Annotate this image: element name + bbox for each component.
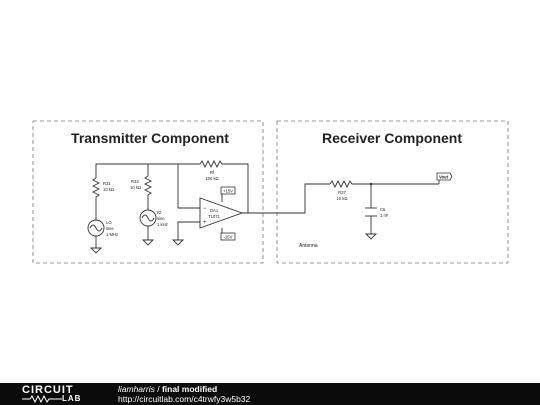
transmitter-title: Transmitter Component: [71, 130, 229, 146]
transmitter-wires: [95, 163, 330, 248]
lo-kind: sine: [106, 226, 114, 231]
vout-flag: Vout: [436, 172, 453, 181]
receiver-block-outline: [276, 120, 509, 264]
vpos-label: +15V: [223, 189, 233, 194]
logo-wordmark-top: CIRCUIT: [22, 384, 74, 396]
r31-name: R31: [103, 181, 111, 186]
rf-value: 100 kΩ: [205, 176, 218, 181]
resistor-wave-icon: [22, 395, 62, 403]
c5-name: C5: [380, 207, 386, 212]
transmitter-block-outline: [32, 120, 264, 264]
lo-name: LO: [106, 220, 112, 225]
receiver-wires: [354, 180, 440, 234]
r32-resistor: [143, 175, 153, 198]
schematic-canvas: Transmitter Component Receiver Component…: [32, 120, 509, 264]
receiver-title: Receiver Component: [322, 130, 462, 146]
opamp-oa1: [199, 197, 244, 229]
r32-value: 10 kΩ: [130, 185, 141, 190]
opamp-name: OA1: [210, 208, 219, 213]
opamp-minus-symbol: −: [203, 206, 207, 212]
junction-dot: [369, 182, 373, 186]
attribution-separator: /: [154, 384, 162, 394]
circuit-title: final modified: [161, 384, 218, 394]
vneg-label: -15V: [224, 235, 233, 240]
circuitlab-logo[interactable]: CIRCUIT LAB: [22, 384, 114, 403]
io-name: IO: [157, 210, 162, 215]
rf-name: Rf: [210, 170, 215, 175]
r37-name: R37: [338, 190, 346, 195]
ground-icon: [141, 239, 155, 246]
r31-value: 10 kΩ: [103, 187, 114, 192]
ground-icon: [171, 239, 185, 246]
footer-bar: CIRCUIT LAB liamharris / final modified …: [0, 383, 540, 405]
r37-resistor: [329, 179, 354, 189]
circuit-url-link[interactable]: http://circuitlab.com/c4trwfy3w5b32: [118, 394, 251, 404]
rf-resistor: [199, 159, 224, 169]
io-sine-source: [139, 209, 157, 227]
c5-value: 1 nF: [380, 213, 389, 218]
r31-resistor: [91, 177, 101, 200]
ground-icon: [89, 247, 103, 254]
r32-name: R32: [131, 179, 139, 184]
lo-sine-source: [87, 219, 105, 237]
footer-attribution: liamharris / final modified: [118, 384, 217, 394]
ground-icon: [364, 233, 378, 240]
c5-capacitor: [365, 207, 377, 217]
lo-freq: 1 MHz: [106, 232, 118, 237]
author-link[interactable]: liamharris: [118, 384, 155, 394]
vneg-supply-flag: -15V: [220, 232, 236, 241]
antenna-label: Antenna: [299, 243, 318, 249]
io-freq: 1 kHz: [157, 222, 168, 227]
io-kind: sine: [157, 216, 165, 221]
opamp-plus-symbol: +: [203, 220, 207, 226]
r37-value: 10 kΩ: [336, 196, 347, 201]
vout-label: Vout: [439, 175, 449, 180]
vpos-supply-flag: +15V: [220, 186, 236, 195]
opamp-part: TL071: [208, 214, 221, 219]
logo-wordmark-bottom: LAB: [62, 394, 82, 403]
